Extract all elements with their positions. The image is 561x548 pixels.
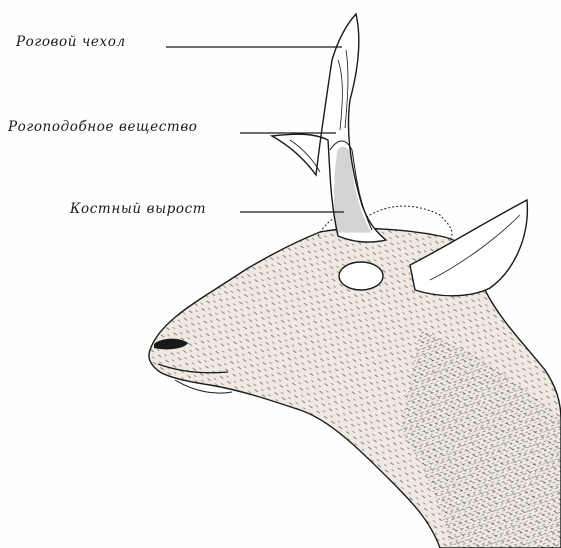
bony-core — [335, 148, 370, 232]
horn-sheath — [272, 14, 386, 242]
label-bony-core: Костный вырост — [70, 201, 206, 217]
label-horn-like-substance: Рогоподобное вещество — [8, 119, 198, 135]
eye — [339, 262, 383, 290]
label-horn-sheath: Роговой чехол — [16, 34, 126, 50]
